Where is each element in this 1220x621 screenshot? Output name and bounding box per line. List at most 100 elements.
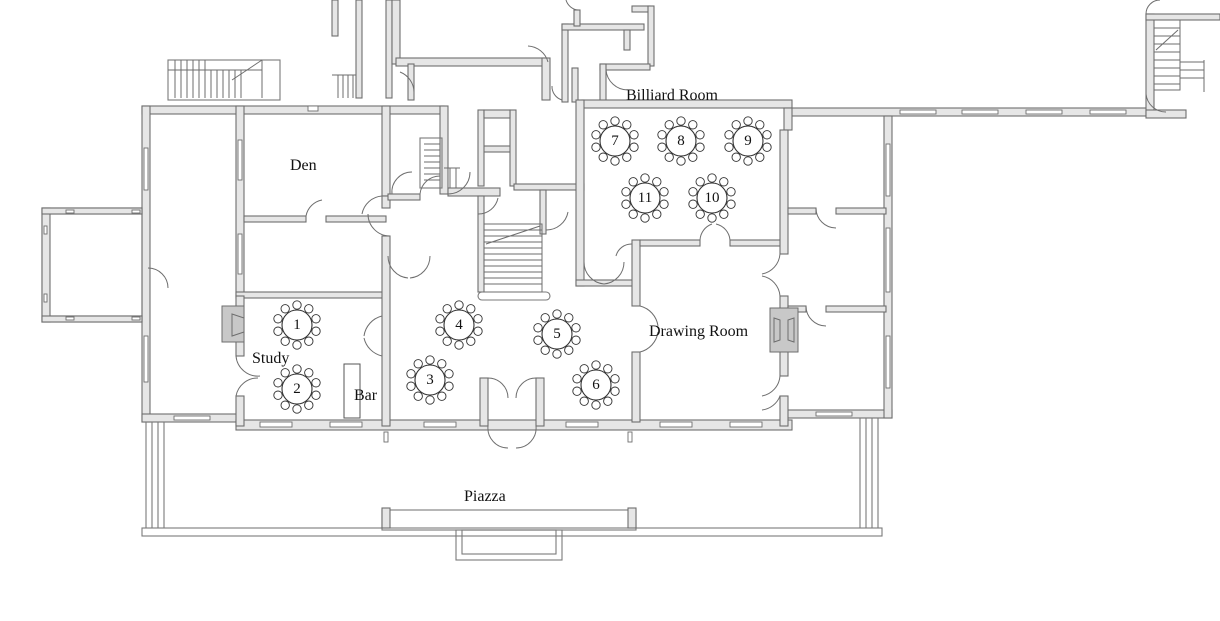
chair — [695, 130, 705, 140]
chair — [755, 120, 765, 130]
chair — [280, 368, 290, 378]
main-staircase — [424, 143, 551, 301]
chair — [571, 335, 581, 345]
chair — [657, 142, 667, 152]
chair — [564, 345, 574, 355]
chair — [413, 359, 423, 369]
chair — [564, 313, 574, 323]
table-top — [599, 125, 631, 157]
chair — [628, 209, 638, 219]
chair — [743, 116, 753, 126]
chair — [292, 300, 302, 310]
table-7: 7 — [591, 116, 639, 166]
chair — [406, 369, 416, 379]
table-number: 11 — [638, 190, 652, 206]
chair — [425, 395, 435, 405]
chair — [628, 177, 638, 187]
chair — [572, 374, 582, 384]
chair — [726, 187, 736, 197]
table-2: 2 — [273, 364, 321, 414]
east-wing-corridor — [789, 0, 1220, 119]
table-number: 9 — [744, 133, 752, 149]
chair — [610, 374, 620, 384]
chair — [273, 326, 283, 336]
chair — [621, 187, 631, 197]
chair — [755, 152, 765, 162]
piazza-terrace — [141, 418, 883, 561]
chair — [610, 386, 620, 396]
chair — [676, 116, 686, 126]
table-5: 5 — [533, 309, 581, 359]
chair — [435, 314, 445, 324]
chair — [610, 156, 620, 166]
chair — [724, 130, 734, 140]
chair — [629, 130, 639, 140]
chair — [579, 364, 589, 374]
table-top — [414, 364, 446, 396]
table-top — [281, 373, 313, 405]
chair — [435, 326, 445, 336]
chair — [273, 314, 283, 324]
table-4: 4 — [435, 300, 483, 350]
chair — [444, 381, 454, 391]
room-label-billiard-room: Billiard Room — [626, 87, 719, 104]
chair — [591, 400, 601, 410]
chair — [719, 177, 729, 187]
room-label-drawing-room: Drawing Room — [649, 323, 749, 340]
west-porch — [41, 207, 169, 323]
chair — [311, 390, 321, 400]
chair — [610, 116, 620, 126]
chair — [311, 314, 321, 324]
chair — [731, 120, 741, 130]
chair — [629, 142, 639, 152]
table-number: 5 — [553, 326, 561, 342]
table-number: 2 — [293, 381, 301, 397]
chair — [762, 142, 772, 152]
chair — [273, 390, 283, 400]
room-label-piazza: Piazza — [464, 488, 506, 505]
chair — [442, 304, 452, 314]
service-wing-top — [331, 0, 655, 105]
chair — [442, 336, 452, 346]
chair — [571, 323, 581, 333]
chair — [676, 156, 686, 166]
chair — [688, 199, 698, 209]
chair — [540, 345, 550, 355]
chair — [473, 314, 483, 324]
chair — [304, 400, 314, 410]
table-top — [665, 125, 697, 157]
table-top — [629, 182, 661, 214]
table-number: 10 — [705, 190, 720, 206]
chair — [454, 300, 464, 310]
chair — [454, 340, 464, 350]
room-label-bar: Bar — [354, 387, 378, 404]
chair — [311, 326, 321, 336]
chair — [292, 340, 302, 350]
chair — [304, 336, 314, 346]
table-number: 6 — [592, 377, 600, 393]
chair — [591, 142, 601, 152]
chair — [540, 313, 550, 323]
chair — [719, 209, 729, 219]
chair — [603, 364, 613, 374]
chair — [304, 304, 314, 314]
chair — [413, 391, 423, 401]
chair — [622, 152, 632, 162]
table-top — [541, 318, 573, 350]
chair — [466, 304, 476, 314]
table-11: 11 — [621, 173, 669, 223]
bar-counter — [343, 363, 361, 419]
table-number: 3 — [426, 372, 434, 388]
table-6: 6 — [572, 360, 620, 410]
chair — [304, 368, 314, 378]
table-number: 1 — [293, 317, 301, 333]
chair — [598, 120, 608, 130]
chair — [533, 335, 543, 345]
chair — [726, 199, 736, 209]
chair — [591, 360, 601, 370]
chair — [652, 209, 662, 219]
chair — [273, 378, 283, 388]
chair — [311, 378, 321, 388]
